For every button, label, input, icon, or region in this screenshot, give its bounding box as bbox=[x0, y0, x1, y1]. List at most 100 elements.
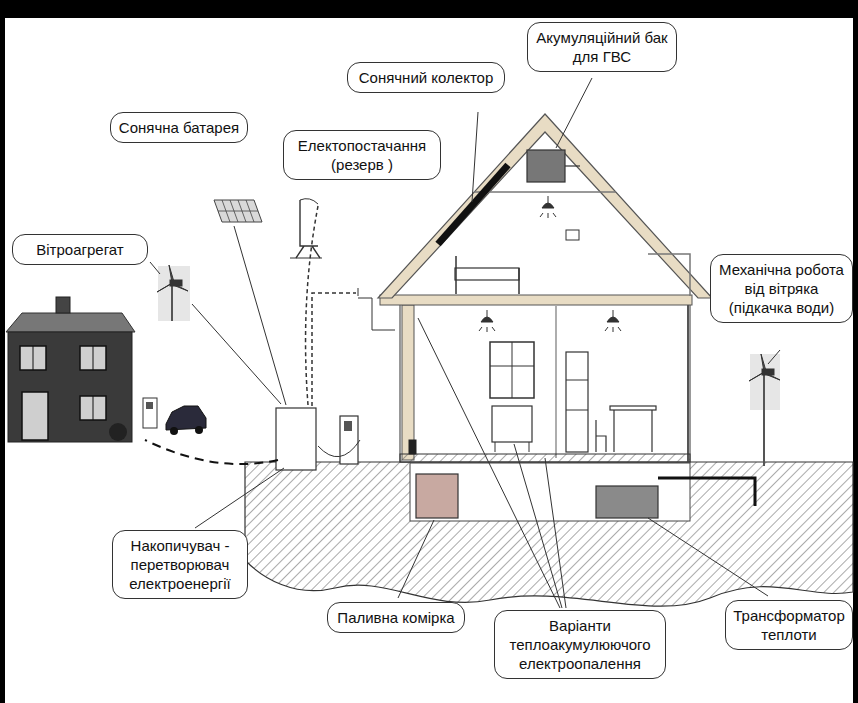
post-cable bbox=[318, 440, 360, 457]
hot-water-tank bbox=[527, 150, 565, 182]
cupboard-shelf bbox=[566, 380, 588, 381]
label-box: Паливна комірка bbox=[327, 602, 465, 633]
charging-post-screen bbox=[344, 421, 352, 431]
lamp-cord bbox=[613, 310, 614, 317]
neighbour-roof bbox=[6, 313, 135, 332]
page-ground bbox=[5, 18, 853, 703]
neighbour-door bbox=[22, 392, 48, 440]
car-wheel bbox=[170, 427, 178, 435]
car-charger bbox=[143, 398, 157, 428]
house-interior bbox=[400, 300, 690, 462]
heat-pump-unit bbox=[596, 486, 658, 518]
car-charger-screen bbox=[146, 402, 153, 409]
power-pole bbox=[296, 200, 320, 258]
lamp-shade bbox=[481, 317, 493, 322]
panel-cable bbox=[234, 226, 286, 405]
collar-beam bbox=[474, 191, 616, 193]
tank-pipe bbox=[565, 165, 580, 166]
label-text: Електопостачання (резерв ) bbox=[291, 136, 433, 174]
cupboard bbox=[566, 352, 588, 452]
bush bbox=[109, 423, 127, 441]
lamp-ray bbox=[613, 327, 614, 332]
neighbour-walls bbox=[8, 332, 132, 442]
bed bbox=[455, 268, 519, 280]
label-box: Трансформатор теплоти bbox=[725, 600, 853, 650]
wind-turbine-nacelle bbox=[170, 280, 182, 286]
heat-pump-leader bbox=[648, 518, 768, 596]
label-text: Накопичувач - перетворювач електроенергі… bbox=[120, 536, 240, 593]
charging-post bbox=[340, 416, 358, 464]
table-leg bbox=[651, 410, 652, 452]
lamp-shade bbox=[607, 317, 619, 322]
lamp-shade bbox=[542, 203, 554, 208]
lamp-ray bbox=[618, 327, 621, 331]
ground-loop-pipe bbox=[658, 478, 755, 506]
label-box: Механічна робота від вітряка (підкачка в… bbox=[710, 254, 853, 323]
label-text: Сонячна батарея bbox=[118, 118, 240, 137]
pole-wire bbox=[300, 199, 318, 204]
solar-collector bbox=[438, 165, 508, 244]
car-wheel bbox=[195, 426, 203, 434]
heating-leader bbox=[418, 318, 560, 608]
house-left-post bbox=[402, 305, 414, 460]
label-box: Сонячний колектор bbox=[347, 62, 505, 93]
neighbour-window bbox=[20, 346, 46, 370]
label-text: Сонячний колектор bbox=[355, 68, 497, 87]
label-box: Акумуляційний бак для ГВС bbox=[527, 22, 677, 72]
roof-truss bbox=[648, 254, 690, 296]
window-bar bbox=[490, 366, 534, 367]
chimney bbox=[56, 297, 70, 313]
label-box: Сонячна батарея bbox=[110, 112, 248, 143]
bed-head bbox=[455, 256, 457, 294]
pump-wind-turbine-nacelle bbox=[762, 369, 774, 375]
fuel-cell-unit bbox=[416, 474, 458, 518]
label-text: Механічна робота від вітряка (підкачка в… bbox=[718, 260, 845, 317]
window-bar bbox=[93, 346, 94, 370]
lamp-cord bbox=[548, 196, 549, 203]
lamp-ray bbox=[479, 327, 482, 331]
turbine-leader bbox=[150, 262, 160, 274]
house-right-wall bbox=[687, 300, 689, 462]
tank-leader bbox=[556, 78, 592, 148]
label-box: Варіанти теплоакумулюючого електроопален… bbox=[494, 610, 666, 679]
label-box: Електопостачання (резерв ) bbox=[283, 130, 441, 180]
panel-grid bbox=[218, 211, 258, 212]
attic-floor bbox=[380, 295, 692, 305]
label-text: Варіанти теплоакумулюючого електроопален… bbox=[502, 616, 658, 673]
turbine-cable bbox=[192, 304, 281, 404]
heater-leg bbox=[529, 442, 530, 452]
house-feed bbox=[312, 293, 356, 406]
cupboard-shelf bbox=[566, 410, 588, 411]
window-bar bbox=[33, 346, 34, 370]
neighbour-window bbox=[80, 346, 106, 370]
label-box: Накопичувач - перетворювач електроенергі… bbox=[112, 530, 248, 599]
fuel-cell-leader bbox=[398, 520, 434, 598]
storage-converter bbox=[276, 408, 316, 470]
chair bbox=[596, 420, 606, 452]
lamp-ray bbox=[605, 327, 608, 331]
partition-wall bbox=[555, 306, 556, 458]
lamp-ray bbox=[540, 213, 543, 217]
solar-panel bbox=[214, 200, 262, 222]
wall-heater bbox=[409, 440, 416, 454]
converter-leader bbox=[195, 468, 284, 528]
label-text: Трансформатор теплоти bbox=[733, 606, 845, 644]
lamp-ray bbox=[553, 213, 556, 217]
pump-wind-turbine-tower bbox=[763, 372, 765, 466]
heater-leg bbox=[495, 442, 496, 452]
wind-turbine-tower bbox=[171, 283, 173, 321]
label-text: Вітроагрегат bbox=[20, 240, 140, 259]
window-bar bbox=[512, 342, 513, 398]
car-cable bbox=[145, 440, 278, 464]
lamp-ray bbox=[492, 327, 495, 331]
neighbour-window bbox=[80, 396, 106, 420]
bed-foot bbox=[518, 268, 520, 294]
pole-base bbox=[290, 258, 322, 259]
table-top bbox=[610, 406, 656, 410]
table-leg bbox=[613, 410, 614, 452]
attic-socket bbox=[566, 230, 579, 240]
house-feed-wire bbox=[358, 288, 395, 330]
lamp-cord bbox=[487, 310, 488, 317]
heating-leader bbox=[545, 458, 566, 608]
